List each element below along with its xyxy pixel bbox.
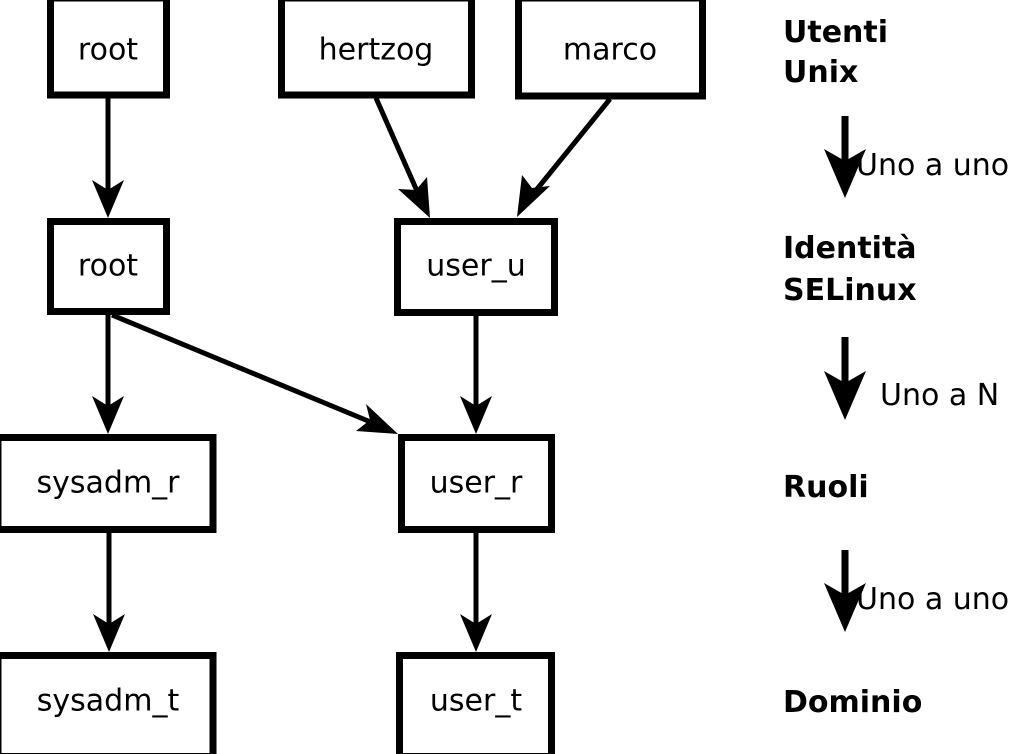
node-label: root bbox=[78, 33, 138, 68]
edge-group bbox=[92, 96, 612, 652]
edge-sysadm-r-to-sysadm-t bbox=[93, 533, 125, 652]
node-root-user[interactable]: root bbox=[47, 0, 170, 99]
node-user-r[interactable]: user_r bbox=[398, 434, 555, 533]
legend-column: Utenti Unix Uno a uno Identità SELinux U… bbox=[783, 15, 1009, 720]
legend-relation-2: Uno a N bbox=[824, 337, 999, 420]
legend-relation-label: Uno a uno bbox=[856, 148, 1009, 183]
legend-arrow-icon bbox=[824, 371, 866, 420]
edge-marco-to-user-u bbox=[517, 97, 612, 217]
legend-relation-1: Uno a uno bbox=[824, 116, 1009, 198]
legend-relation-3: Uno a uno bbox=[824, 550, 1009, 632]
node-sysadm-t[interactable]: sysadm_t bbox=[0, 652, 217, 754]
legend-stage-identita-selinux: Identità SELinux bbox=[783, 231, 917, 308]
legend-arrow-icon bbox=[824, 583, 866, 632]
edge-root-identity-to-user-r bbox=[111, 312, 398, 434]
legend-stage-utenti-unix: Utenti Unix bbox=[783, 15, 888, 90]
node-label: user_t bbox=[430, 684, 522, 719]
node-user-u[interactable]: user_u bbox=[394, 218, 558, 316]
node-user-t[interactable]: user_t bbox=[396, 652, 555, 754]
node-label: user_u bbox=[426, 249, 525, 284]
legend-relation-label: Uno a N bbox=[880, 378, 999, 413]
legend-stage-line: Ruoli bbox=[783, 470, 869, 505]
legend-relation-label: Uno a uno bbox=[856, 582, 1009, 617]
legend-arrow-icon bbox=[824, 149, 866, 198]
node-label: sysadm_r bbox=[37, 466, 181, 501]
legend-stage-dominio: Dominio bbox=[783, 685, 922, 720]
edge-root-identity-to-sysadm-r bbox=[92, 315, 124, 434]
legend-stage-line: Identità bbox=[783, 231, 917, 266]
edge-root-user-to-root-identity bbox=[92, 98, 124, 218]
node-label: sysadm_t bbox=[37, 684, 180, 719]
legend-stage-ruoli: Ruoli bbox=[783, 470, 869, 505]
edge-user-u-to-user-r bbox=[460, 316, 492, 434]
edge-user-r-to-user-t bbox=[460, 533, 492, 652]
node-group: root hertzog marco root user_u sysadm_r bbox=[0, 0, 706, 754]
node-label: user_r bbox=[430, 466, 523, 501]
edge-hertzog-to-user-u bbox=[373, 96, 430, 218]
legend-stage-line: Utenti bbox=[783, 15, 888, 50]
node-sysadm-r[interactable]: sysadm_r bbox=[0, 434, 217, 533]
legend-stage-line: Unix bbox=[783, 55, 858, 90]
node-label: root bbox=[78, 249, 138, 284]
node-root-identity[interactable]: root bbox=[47, 218, 170, 315]
node-hertzog[interactable]: hertzog bbox=[278, 0, 475, 99]
node-label: marco bbox=[563, 33, 657, 68]
node-label: hertzog bbox=[319, 33, 434, 68]
legend-stage-line: SELinux bbox=[783, 273, 917, 308]
node-marco[interactable]: marco bbox=[515, 0, 706, 100]
legend-stage-line: Dominio bbox=[783, 685, 922, 720]
